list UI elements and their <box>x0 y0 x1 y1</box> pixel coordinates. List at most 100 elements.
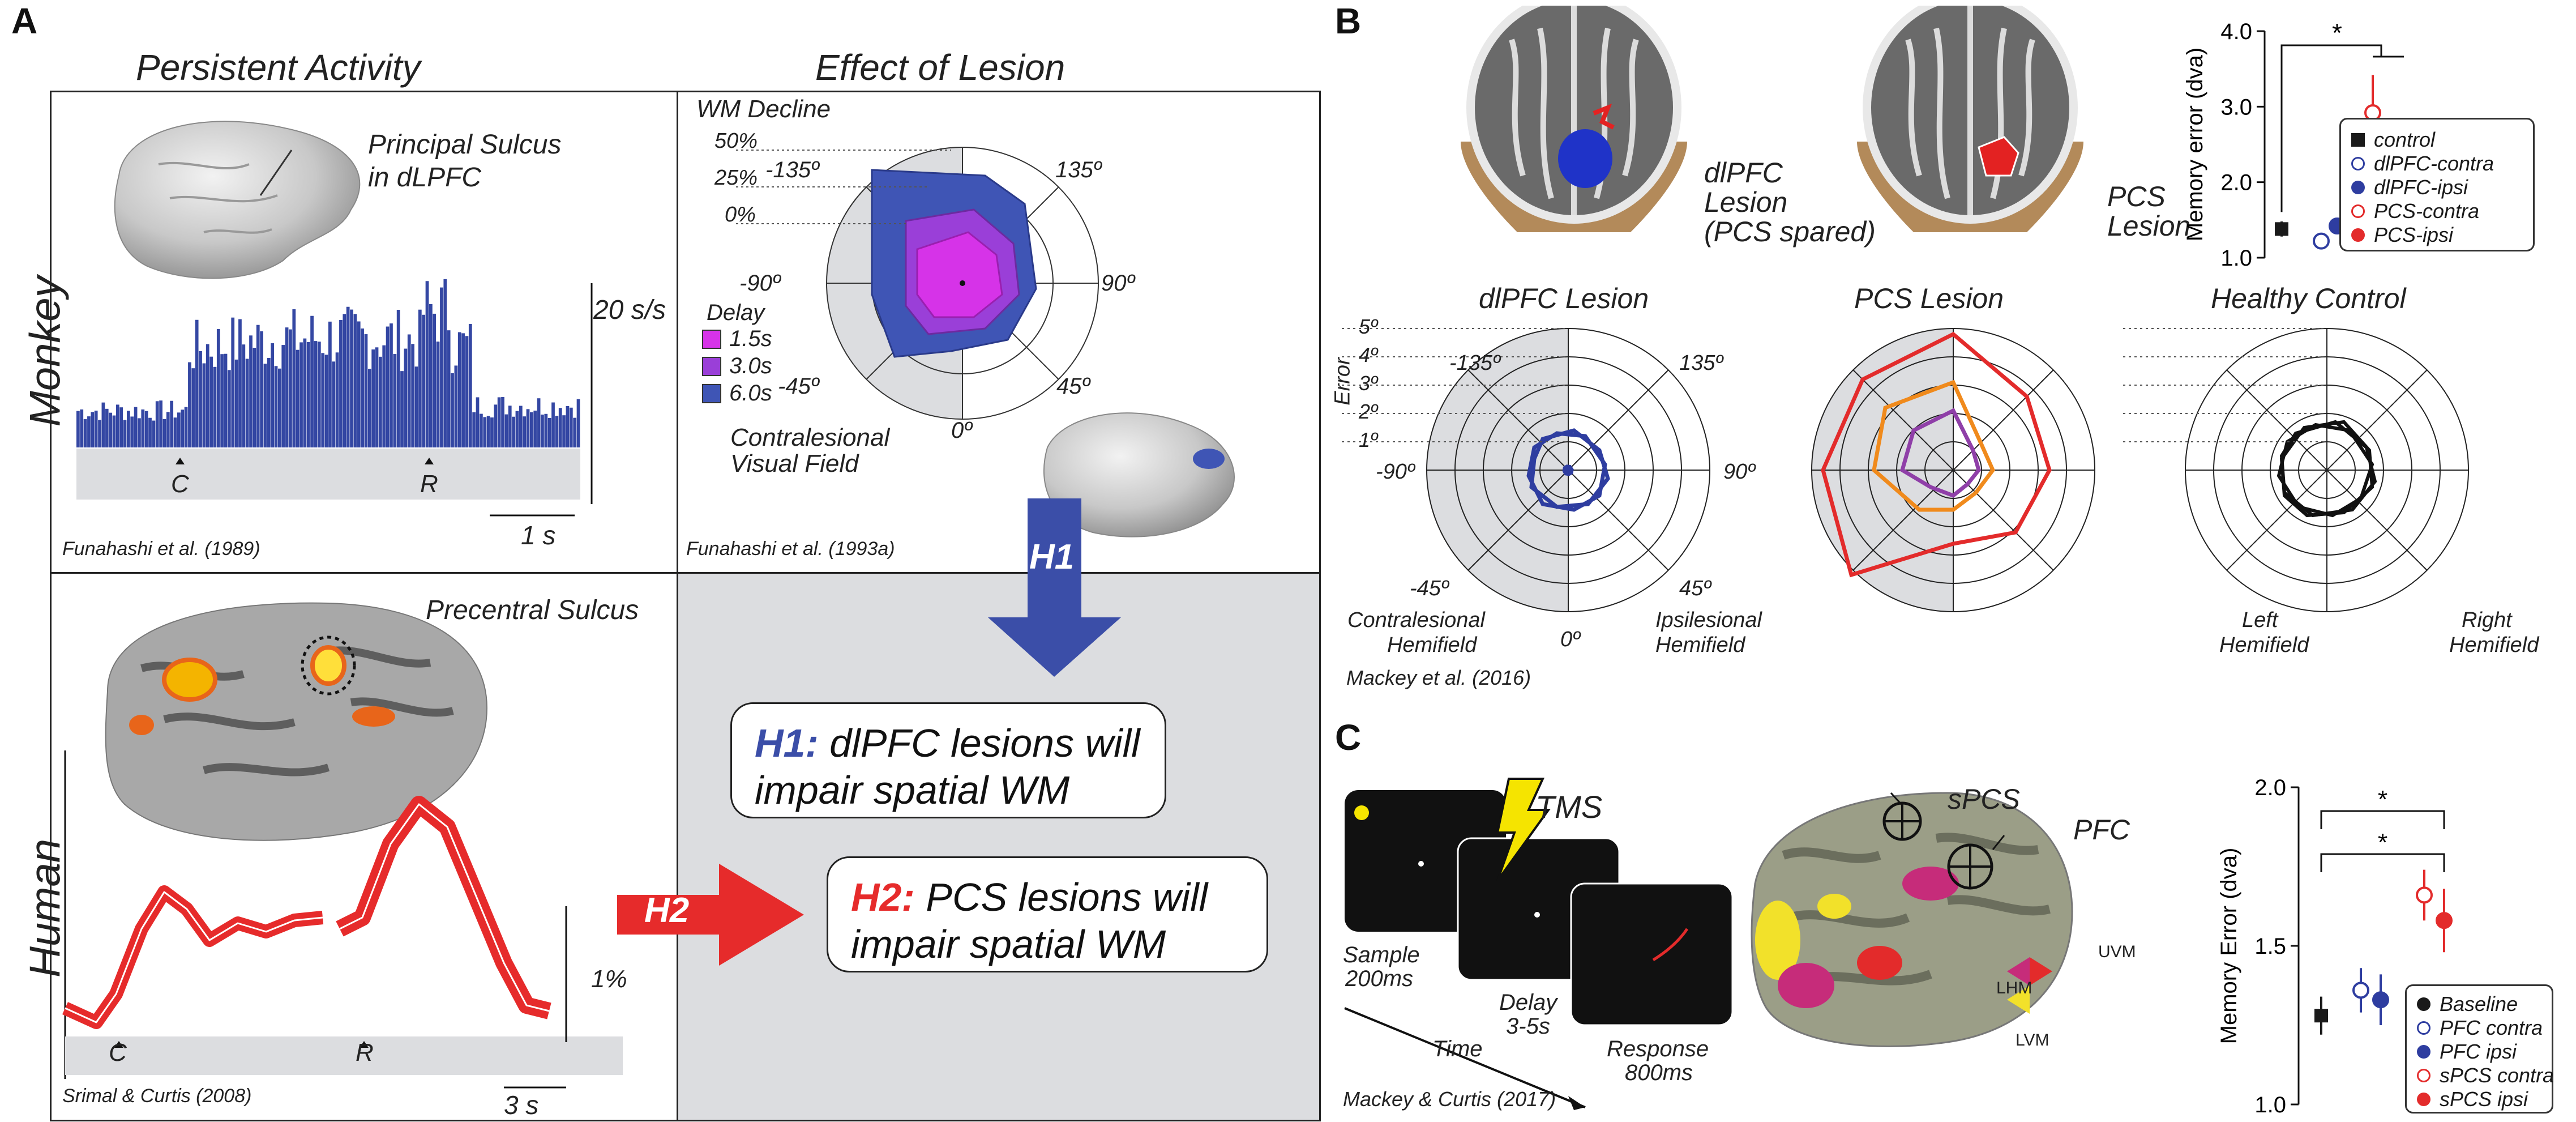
histogram-bar <box>123 420 127 447</box>
histogram-bar <box>404 348 408 447</box>
panel-a-vertical-divider <box>677 91 678 1121</box>
histogram-bar <box>461 333 465 447</box>
human-response-marker <box>360 1041 369 1048</box>
histogram-bar <box>216 329 220 447</box>
histogram-bar <box>195 319 199 447</box>
b-angle-neg135: -135º <box>1449 351 1500 375</box>
histogram-bar <box>443 279 447 447</box>
delay-label-1: Delay <box>1499 990 1557 1015</box>
pfc-label: PFC <box>2073 814 2130 846</box>
human-response-label: R <box>356 1039 374 1066</box>
dlpfc-lesion-label-1: dlPFC <box>1704 157 1783 189</box>
histogram-bar <box>558 408 562 447</box>
histogram-bar <box>457 332 461 447</box>
histogram-bar <box>105 408 109 447</box>
histogram-bar <box>537 398 541 447</box>
y-axis-title: Memory error (dva) <box>2183 48 2207 241</box>
histogram-bar <box>209 356 213 447</box>
histogram-bar <box>101 402 105 447</box>
h1-text-line1: dlPFC lesions will <box>829 721 1140 765</box>
legend-b-item-pcs-ipsi: PCS-ipsi <box>2351 223 2453 246</box>
histogram-bar <box>253 348 256 447</box>
legend-c-label: Baseline <box>2440 992 2518 1016</box>
human-trial-bar-1 <box>65 1036 365 1075</box>
histogram-bar <box>379 356 382 447</box>
histogram-bar <box>371 349 375 447</box>
histogram-bar <box>332 361 336 447</box>
response-label-2: 800ms <box>1625 1060 1693 1085</box>
histogram-bar <box>530 412 533 447</box>
histogram-bar <box>562 415 566 447</box>
data-point <box>2313 232 2330 250</box>
histogram-bar <box>260 331 263 447</box>
data-point <box>2372 991 2389 1009</box>
significance-bracket <box>2320 853 2445 872</box>
histogram-bar <box>296 349 299 447</box>
histogram-bar <box>382 345 386 447</box>
histogram-bar <box>303 338 307 447</box>
histogram-bar <box>91 412 95 447</box>
histogram-bar <box>144 411 148 447</box>
histogram-bar <box>231 317 235 447</box>
histogram-bar <box>353 314 357 447</box>
histogram-bar <box>533 410 537 447</box>
error-tick-4: 4º <box>1359 343 1378 366</box>
b-angle-neg45: -45º <box>1410 577 1449 600</box>
legend-c-label: sPCS contra <box>2440 1064 2554 1087</box>
delay-3s-swatch <box>702 357 721 376</box>
col-title-lesion: Effect of Lesion <box>815 47 1066 88</box>
precentral-sulcus-label: Precentral Sulcus <box>426 595 639 625</box>
contralesional-hemifield-1: Contralesional <box>1347 608 1485 632</box>
histogram-bar <box>526 409 530 447</box>
filled-circle-marker-icon <box>2417 997 2430 1011</box>
lightning-icon <box>1496 778 1551 882</box>
histogram-bar <box>541 414 544 447</box>
histogram-bar <box>274 366 278 447</box>
histogram-bar <box>551 402 555 447</box>
histogram-bar <box>213 366 217 447</box>
histogram-bar <box>267 357 271 447</box>
legend-b-label: PCS-contra <box>2374 199 2480 223</box>
histogram-bar <box>238 319 242 447</box>
histogram-bar <box>346 306 350 447</box>
angle-label-0: 0º <box>951 418 972 443</box>
error-axis-title: Error <box>1330 357 1355 406</box>
histogram-bar <box>166 412 170 447</box>
hypothesis-2-box: H2: PCS lesions will impair spatial WM <box>827 856 1268 972</box>
histogram-bar <box>289 329 292 447</box>
monkey-histogram-bars <box>76 279 580 447</box>
ipsilesional-hemifield-2: Hemifield <box>1655 633 1745 657</box>
histogram-bar <box>87 416 91 447</box>
histogram-bar <box>228 370 231 447</box>
legend-b-item-control: control <box>2351 128 2435 151</box>
human-cue-marker <box>114 1041 123 1048</box>
h1-text-line2: impair spatial WM <box>755 767 1070 812</box>
delay-6s-label: 6.0s <box>729 381 772 406</box>
response-marker <box>425 458 434 464</box>
histogram-bar <box>508 406 512 447</box>
significance-bracket <box>2280 44 2382 212</box>
histogram-bar <box>299 342 303 447</box>
b-angle-135: 135º <box>1679 351 1723 375</box>
histogram-bar <box>278 368 281 447</box>
inflated-brain-tms-image <box>1751 792 2073 1047</box>
legend-b-item-dlpfc-contra: dlPFC-contra <box>2351 152 2494 175</box>
histogram-bar <box>324 355 328 447</box>
histogram-bar <box>76 411 80 447</box>
y-tick-label: 1.5 <box>2254 934 2286 959</box>
data-point <box>2275 222 2288 236</box>
histogram-bar <box>367 369 371 447</box>
legend-c-item-spcs-contra: sPCS contra <box>2417 1064 2554 1087</box>
histogram-bar <box>566 406 570 447</box>
lhm-label: LHM <box>1996 979 2032 997</box>
histogram-bar <box>429 304 433 447</box>
panel-label-c: C <box>1335 717 1362 758</box>
delay-6s-swatch <box>702 384 721 403</box>
h2-arrow <box>617 864 804 966</box>
histogram-bar <box>306 342 310 447</box>
histogram-bar <box>451 373 454 447</box>
h2-text-line1: PCS lesions will <box>926 875 1208 919</box>
panel-a-frame <box>50 91 1321 1121</box>
histogram-bar <box>134 407 138 447</box>
histogram-bar <box>130 416 134 447</box>
